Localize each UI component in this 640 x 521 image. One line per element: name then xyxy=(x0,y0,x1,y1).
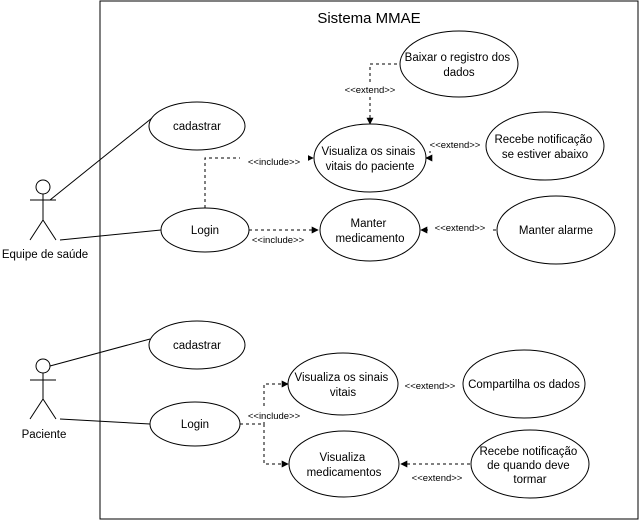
svg-text:Baixar o registro dos da: Baixar o registro dos dados xyxy=(405,52,514,79)
usecase-baixar-registro[interactable]: Baixar o registro dos dados xyxy=(399,30,519,98)
usecase-compartilha-dados[interactable]: Compartilha os dados xyxy=(462,349,586,419)
usecase-line: Recebe notificação xyxy=(479,446,577,458)
relation-label: <<extend>> xyxy=(435,223,486,234)
usecase-line: medicamento xyxy=(335,233,404,245)
usecase-visualiza-sinais[interactable]: Visualiza os sinais vitais xyxy=(287,352,399,416)
usecase-cadastrar-paciente[interactable]: cadastrar xyxy=(148,320,246,370)
usecase-manter-alarme[interactable]: Manter alarme xyxy=(496,195,616,265)
actor-equipe-de-saude[interactable]: Equipe de saúde xyxy=(2,179,88,261)
actor-label: Equipe de saúde xyxy=(2,249,88,261)
usecase-line: Compartilha os dados xyxy=(468,379,580,391)
usecase-manter-medicamento[interactable]: Manter medicamento xyxy=(319,198,421,262)
usecase-line: medicamentos xyxy=(307,467,382,479)
usecase-line: vitais xyxy=(330,387,356,399)
relation-label: <<extend>> xyxy=(412,473,463,484)
usecase-visualiza-sinais-paciente[interactable]: Visualiza os sinais vitais do paciente xyxy=(313,123,427,193)
usecase-line: Login xyxy=(191,225,219,237)
usecase-line: Login xyxy=(181,419,209,431)
svg-text:Manter medicamento: Manter medicamento xyxy=(335,218,404,245)
system-title: Sistema MMAE xyxy=(317,10,420,27)
usecase-line: Visualiza os sinais xyxy=(322,146,416,158)
usecase-visualiza-medicamentos[interactable]: Visualiza medicamentos xyxy=(288,430,400,498)
association-line xyxy=(59,229,162,241)
usecase-line: dados xyxy=(443,67,475,79)
usecase-line: cadastrar xyxy=(173,121,221,133)
usecase-login-equipe[interactable]: Login xyxy=(160,207,250,253)
include-connector xyxy=(240,380,289,425)
usecase-login-paciente[interactable]: Login xyxy=(149,401,241,447)
relation-label: <<extend>> xyxy=(430,140,481,151)
usecase-recebe-notificacao-abaixo[interactable]: Recebe notificação se estiver abaixo xyxy=(485,111,605,181)
relation-label: <<extend>> xyxy=(405,381,456,392)
usecase-line: Baixar o registro dos xyxy=(405,52,511,64)
svg-text:Visualiza os sinais vita: Visualiza os sinais vitais xyxy=(295,372,392,399)
svg-text:Recebe notificação se es: Recebe notificação se estiver abaixo xyxy=(494,134,595,161)
relation-label: <<extend>> xyxy=(345,85,396,96)
extend-connector xyxy=(366,63,403,125)
relation-label: <<include>> xyxy=(248,157,301,168)
svg-text:Recebe notificação de qu: Recebe notificação de quando deve tormar xyxy=(479,446,580,486)
relation-label: <<include>> xyxy=(252,235,305,246)
extend-connector xyxy=(425,144,485,162)
relation-label: <<include>> xyxy=(248,411,301,422)
svg-text:Visualiza medicamentos: Visualiza medicamentos xyxy=(307,452,382,479)
usecase-line: tormar xyxy=(513,474,546,486)
usecase-line: de quando deve xyxy=(487,460,570,472)
usecase-line: cadastrar xyxy=(173,340,221,352)
usecase-line: Visualiza xyxy=(319,452,365,464)
association-line xyxy=(59,418,151,425)
svg-text:Visualiza os sinais vita: Visualiza os sinais vitais do paciente xyxy=(322,146,419,173)
association-line xyxy=(49,338,151,367)
usecase-line: vitais do paciente xyxy=(326,161,415,173)
usecase-line: se estiver abaixo xyxy=(502,149,588,161)
usecase-line: Manter alarme xyxy=(519,225,593,237)
actor-paciente[interactable]: Paciente xyxy=(22,358,67,441)
association-line xyxy=(49,117,153,201)
usecase-line: Manter xyxy=(351,218,387,230)
usecase-cadastrar-equipe[interactable]: cadastrar xyxy=(148,101,246,151)
usecase-recebe-notificacao-tomar[interactable]: Recebe notificação de quando deve tormar xyxy=(470,429,590,499)
usecase-line: Visualiza os sinais xyxy=(295,372,389,384)
usecase-line: Recebe notificação xyxy=(494,134,592,146)
actor-label: Paciente xyxy=(22,429,67,441)
include-connector xyxy=(263,424,289,468)
